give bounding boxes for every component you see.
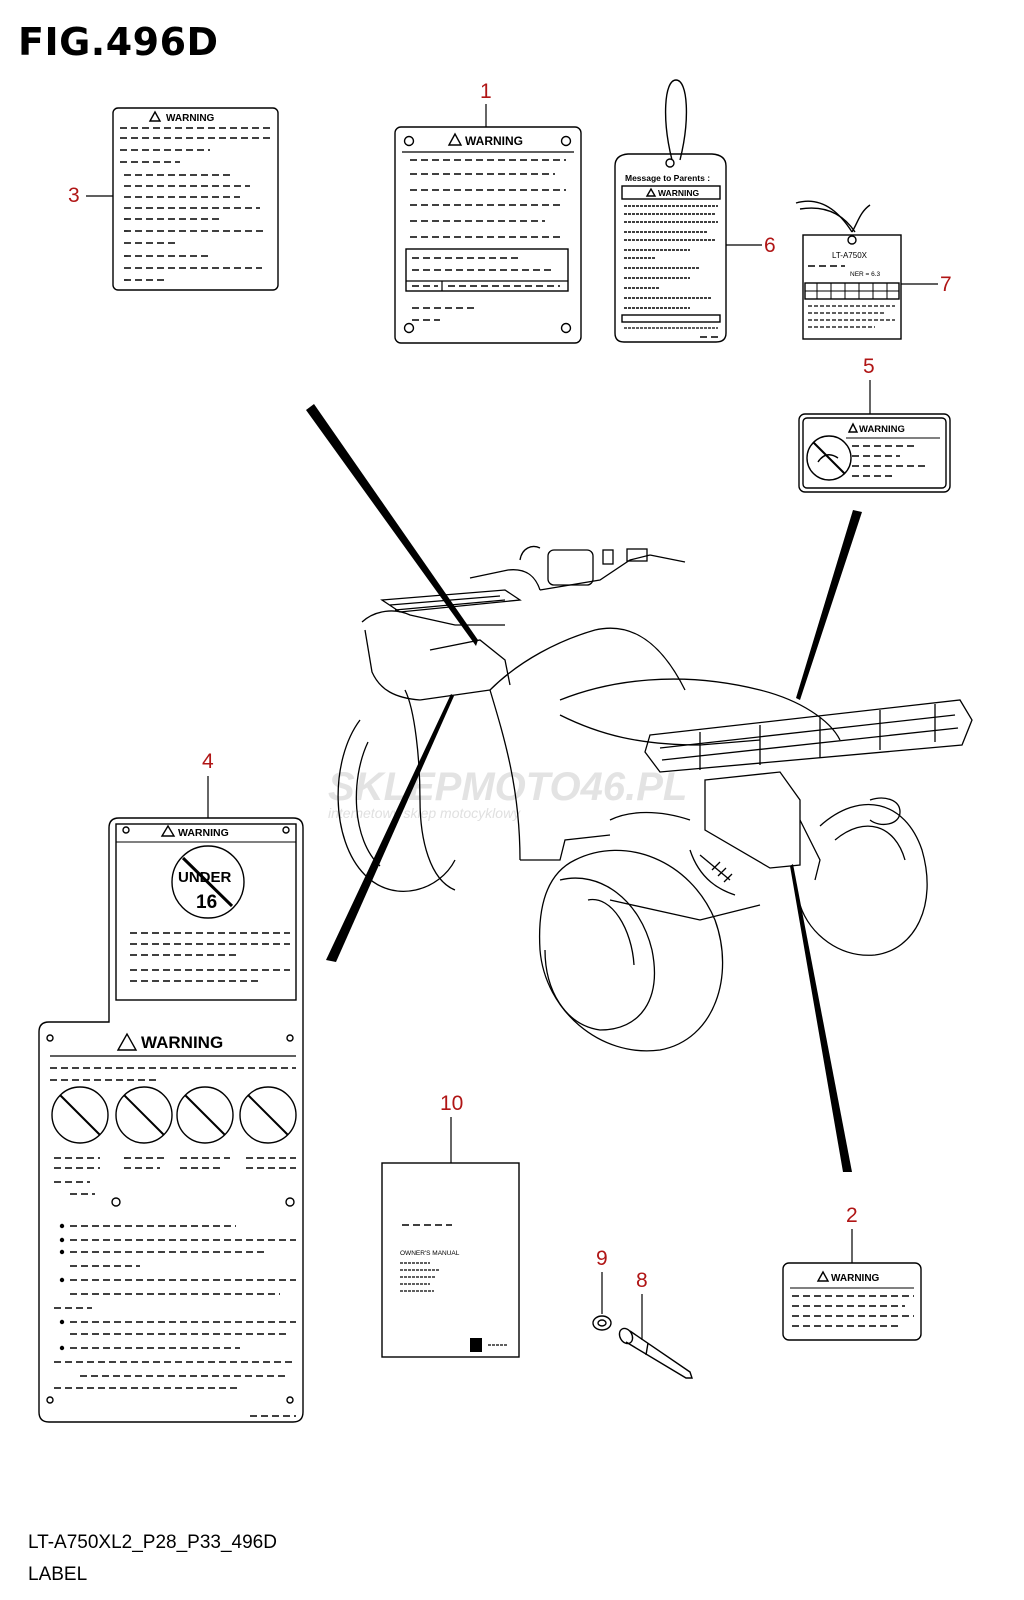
svg-text:WARNING: WARNING [465, 134, 523, 148]
label-2[interactable]: WARNING [782, 1262, 922, 1341]
svg-text:8: 8 [636, 1269, 648, 1292]
svg-text:internetowy sklep motocyklowy: internetowy sklep motocyklowy [328, 805, 521, 821]
svg-text:4: 4 [202, 750, 214, 773]
svg-text:5: 5 [863, 355, 875, 378]
svg-text:WARNING: WARNING [831, 1273, 880, 1284]
watermark: SKLEPMOTO46.PL internetowy sklep motocyk… [328, 765, 687, 821]
svg-text:6: 6 [764, 234, 776, 257]
svg-text:WARNING: WARNING [141, 1033, 223, 1052]
callout-5: 5 [863, 355, 875, 414]
svg-text:10: 10 [440, 1092, 463, 1115]
figure-title: FIG.496D [18, 20, 219, 64]
svg-text:3: 3 [68, 184, 80, 207]
callout-1: 1 [480, 80, 492, 127]
item-10-owners-manual[interactable]: OWNER'S MANUAL [381, 1162, 520, 1358]
atv-drawing [337, 545, 973, 1052]
callout-3: 3 [68, 184, 113, 207]
svg-text:OWNER'S MANUAL: OWNER'S MANUAL [400, 1250, 460, 1257]
callout-9: 9 [596, 1247, 608, 1314]
label-5[interactable]: WARNING [798, 413, 951, 493]
svg-text:Message to Parents :: Message to Parents : [625, 173, 710, 183]
svg-text:UNDER: UNDER [178, 869, 232, 886]
svg-text:WARNING: WARNING [658, 188, 699, 198]
svg-text:2: 2 [846, 1204, 858, 1227]
item-9-washer[interactable] [592, 1315, 612, 1331]
callout-7: 7 [901, 273, 952, 296]
svg-text:WARNING: WARNING [166, 113, 215, 124]
callout-6: 6 [726, 234, 776, 257]
model-code: LT-A750XL2_P28_P33_496D [28, 1532, 277, 1553]
label-3[interactable]: WARNING [112, 107, 279, 291]
label-1[interactable]: WARNING [394, 126, 582, 344]
svg-text:1: 1 [480, 80, 492, 103]
svg-text:WARNING: WARNING [859, 424, 905, 435]
svg-text:LT-A750X: LT-A750X [832, 251, 868, 260]
svg-text:9: 9 [596, 1247, 608, 1270]
callout-10: 10 [440, 1092, 463, 1163]
label-6[interactable]: Message to Parents : WARNING [614, 79, 727, 343]
callout-8: 8 [636, 1269, 648, 1340]
svg-text:7: 7 [940, 273, 952, 296]
svg-text:NER = 6.3: NER = 6.3 [850, 271, 881, 278]
svg-text:SKLEPMOTO46.PL: SKLEPMOTO46.PL [328, 765, 687, 809]
figure-description: LABEL [28, 1564, 88, 1585]
item-8-rivet[interactable] [617, 1326, 693, 1379]
label-4[interactable]: WARNING UNDER 16 WARNING [38, 817, 304, 1423]
svg-text:16: 16 [196, 892, 217, 913]
callout-2: 2 [846, 1204, 858, 1263]
svg-text:WARNING: WARNING [178, 827, 229, 839]
label-7[interactable]: LT-A750X NER = 6.3 [795, 200, 902, 340]
leader-lines [306, 404, 862, 1172]
callout-4: 4 [202, 750, 214, 818]
